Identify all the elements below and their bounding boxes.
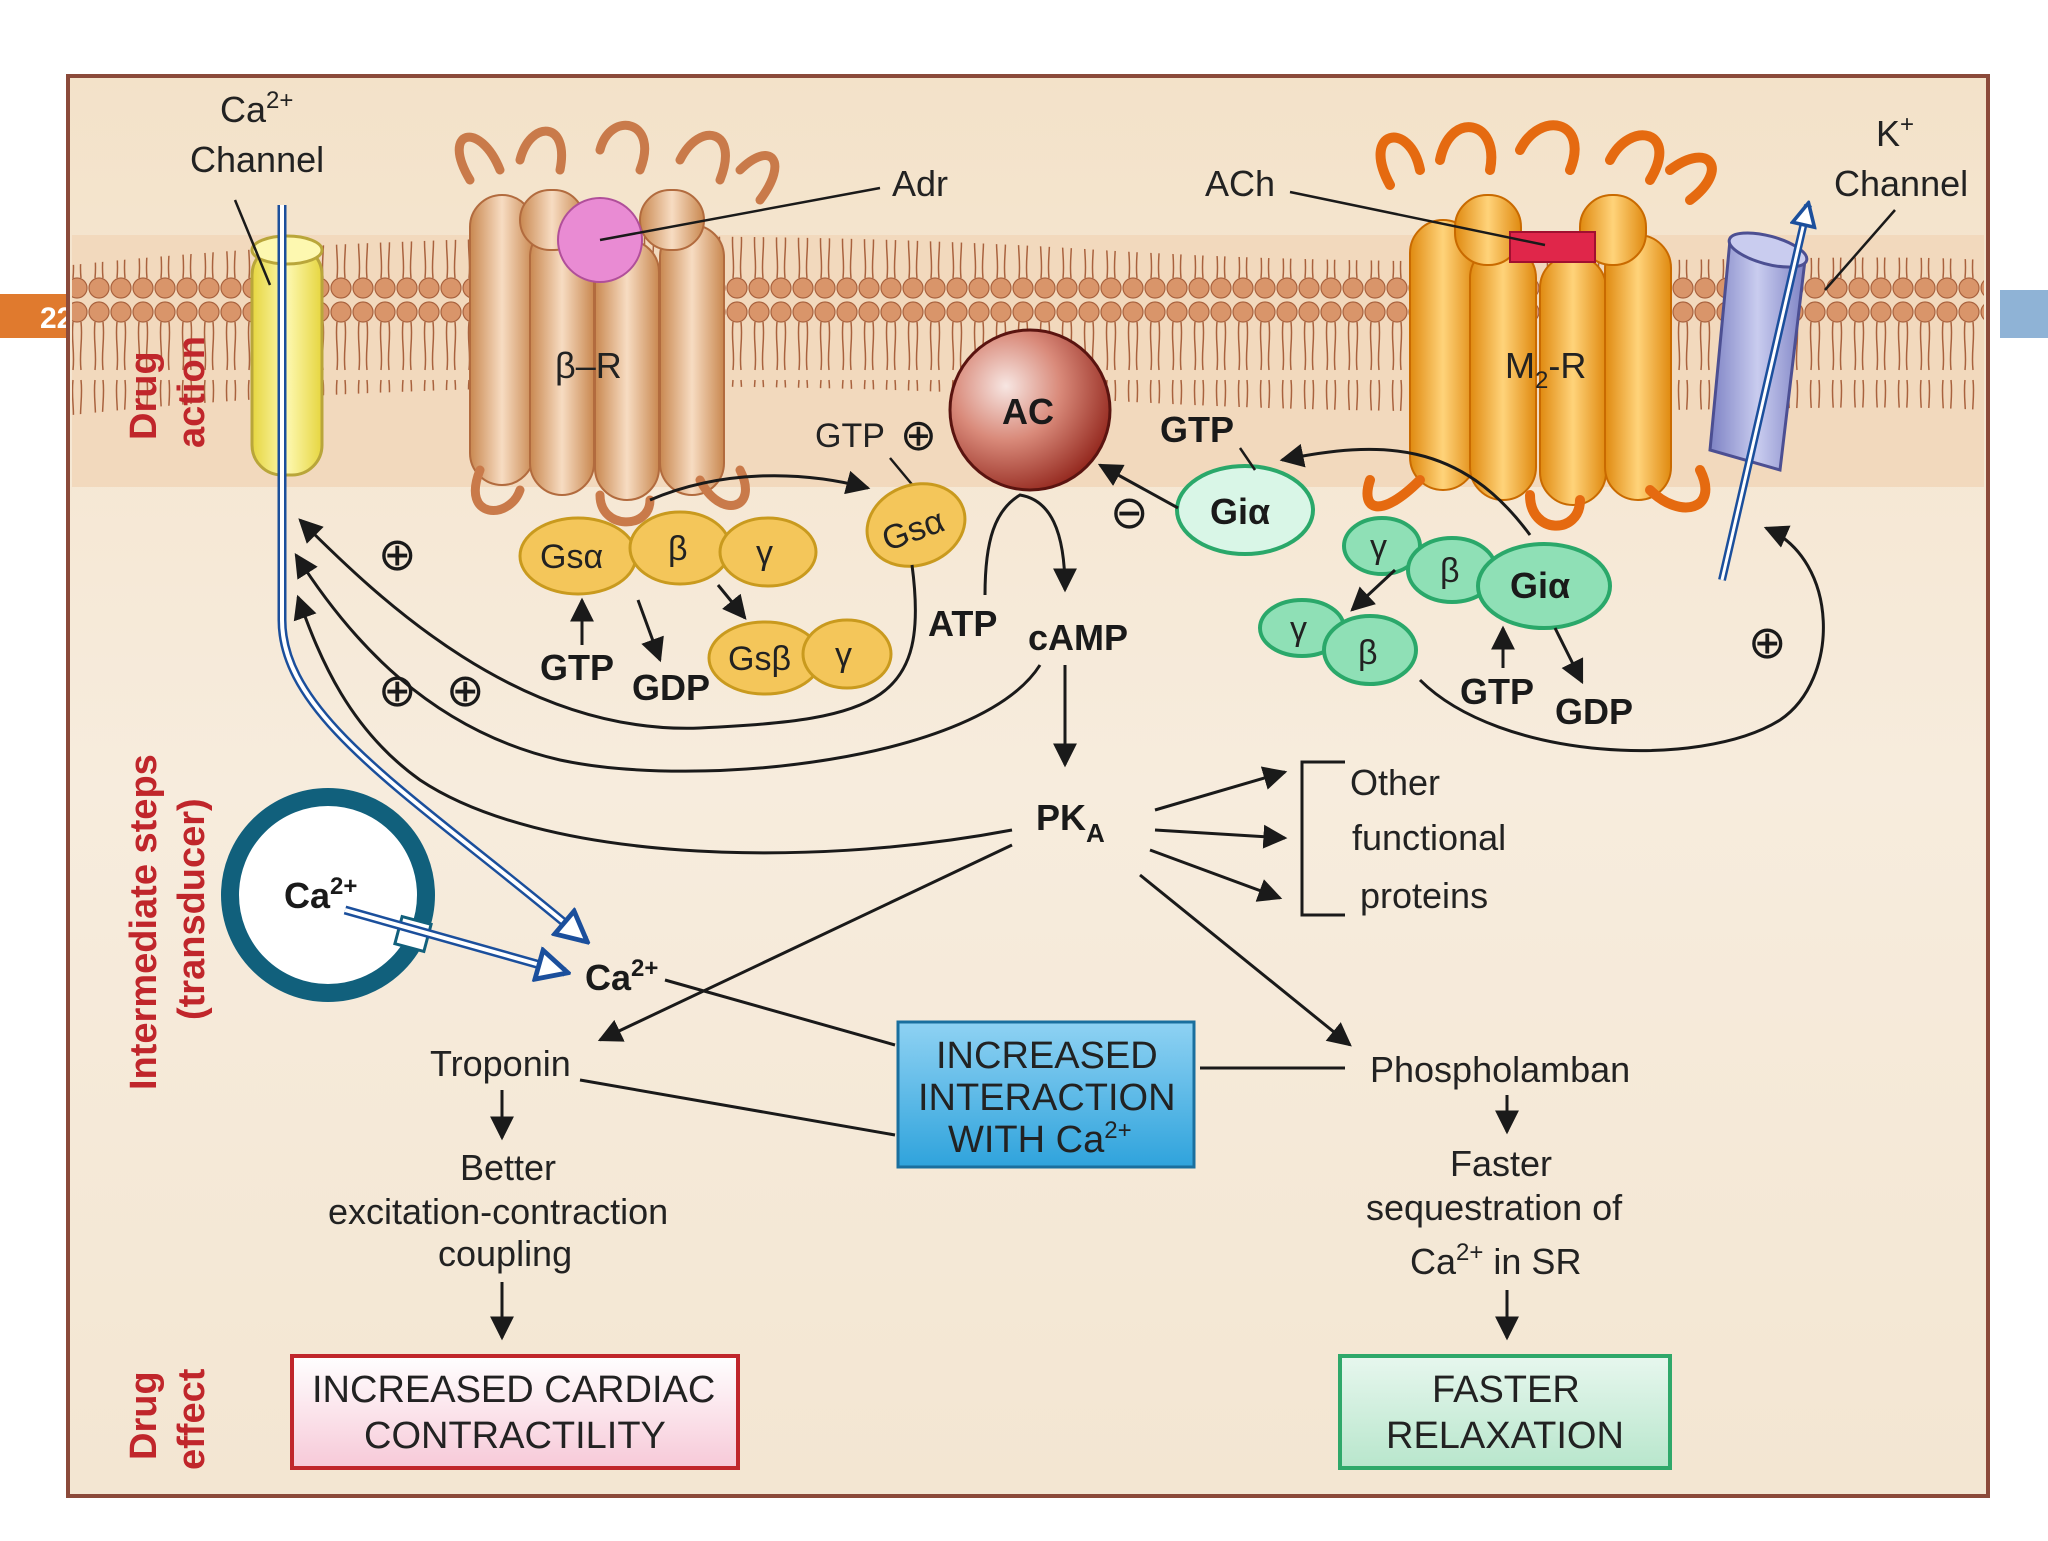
side-label-drug-effect-2: effect (171, 1368, 213, 1470)
gdp-bottom-left-label: GDP (632, 667, 710, 708)
beta-receptor (454, 120, 780, 527)
side-label-drug-effect: Drug (123, 1371, 165, 1460)
side-label-intermediate: Intermediate steps (123, 754, 165, 1090)
pka-label: PKA (1036, 797, 1105, 848)
ca-channel-label-2: Channel (190, 139, 324, 180)
gamma-label-2: γ (835, 636, 852, 674)
interaction-line-1: INCREASED (936, 1035, 1158, 1077)
gtp-bottom-left-label: GTP (540, 647, 614, 688)
atp-label: ATP (928, 603, 997, 644)
gs-protein (518, 482, 967, 696)
side-label-drug-action-2: action (171, 336, 213, 448)
bracket (1300, 760, 1345, 917)
minus-sign-gi: ⊖ (1110, 486, 1149, 538)
other-proteins-1: Other (1350, 762, 1440, 803)
plus-sign-gtp: ⊕ (900, 411, 937, 460)
faster-relaxation-box (1338, 1354, 1672, 1470)
gtp-right-label: GTP (1160, 409, 1234, 450)
sarcoplasmic-reticulum (221, 788, 435, 1002)
beta-gi-label-2: β (1358, 634, 1378, 672)
plus-sign-ca-3: ⊕ (446, 664, 485, 716)
interaction-line-3: WITH Ca2+ (948, 1117, 1132, 1161)
ach-ligand (1509, 231, 1596, 263)
plus-sign-ca-2: ⊕ (378, 664, 417, 716)
better-line-3: coupling (438, 1233, 572, 1274)
phospholamban-label: Phospholamban (1370, 1049, 1630, 1090)
better-line-1: Better (460, 1147, 556, 1188)
ac-label: AC (1002, 391, 1054, 432)
gtp-left-label: GTP (815, 417, 885, 455)
ca-channel (250, 234, 324, 477)
other-proteins-2: functional (1352, 817, 1506, 858)
faster-line-3: Ca2+ in SR (1410, 1239, 1581, 1282)
contractility-line-1: INCREASED CARDIAC (312, 1369, 715, 1411)
beta-receptor-label: β–R (555, 345, 622, 386)
ca-channel-label: Ca2+ (220, 87, 293, 130)
better-line-2: excitation-contraction (328, 1191, 668, 1232)
relaxation-line-1: FASTER (1432, 1369, 1580, 1411)
ach-label: ACh (1205, 163, 1275, 204)
gia-top-label: Giα (1210, 491, 1270, 532)
k-channel-label-2: Channel (1834, 163, 1968, 204)
gdp-bottom-right-label: GDP (1555, 691, 1633, 732)
gsb-label: Gsβ (728, 640, 791, 678)
k-channel (1708, 231, 1809, 472)
plus-sign-k: ⊕ (1748, 616, 1787, 668)
gamma-gi-label-2: γ (1290, 610, 1307, 648)
ca-cytosolic-label: Ca2+ (585, 955, 658, 998)
adenylyl-cyclase (948, 328, 1112, 492)
gamma-gi-label: γ (1370, 528, 1387, 566)
faster-line-1: Faster (1450, 1143, 1552, 1184)
side-label-drug-action: Drug (123, 351, 165, 440)
increased-interaction-box (896, 1020, 1196, 1169)
gsa-label: Gsα (540, 538, 603, 576)
ca-store-label: Ca2+ (284, 873, 357, 916)
slide-tab-left (0, 294, 70, 338)
plus-sign-ca-1: ⊕ (378, 528, 417, 580)
camp-label: cAMP (1028, 617, 1128, 658)
m2-receptor (1362, 120, 1717, 531)
gi-protein (1175, 464, 1612, 686)
m2-receptor-label: M2-R (1505, 345, 1586, 394)
side-label-transducer: (transducer) (171, 798, 213, 1020)
adr-label: Adr (892, 163, 948, 204)
beta-label: β (668, 530, 688, 568)
increased-contractility-box (290, 1354, 740, 1470)
contractility-line-2: CONTRACTILITY (364, 1415, 666, 1457)
relaxation-line-2: RELAXATION (1386, 1415, 1624, 1457)
faster-line-2: sequestration of (1366, 1187, 1623, 1228)
gia-label: Giα (1510, 565, 1570, 606)
interaction-line-2: INTERACTION (918, 1077, 1176, 1119)
gamma-label: γ (756, 534, 773, 572)
beta-gi-label: β (1440, 552, 1460, 590)
troponin-label: Troponin (430, 1043, 571, 1084)
slide-tab-right (2000, 290, 2048, 338)
gtp-bottom-right-label: GTP (1460, 671, 1534, 712)
k-channel-label: K+ (1876, 111, 1914, 154)
other-proteins-3: proteins (1360, 875, 1488, 916)
